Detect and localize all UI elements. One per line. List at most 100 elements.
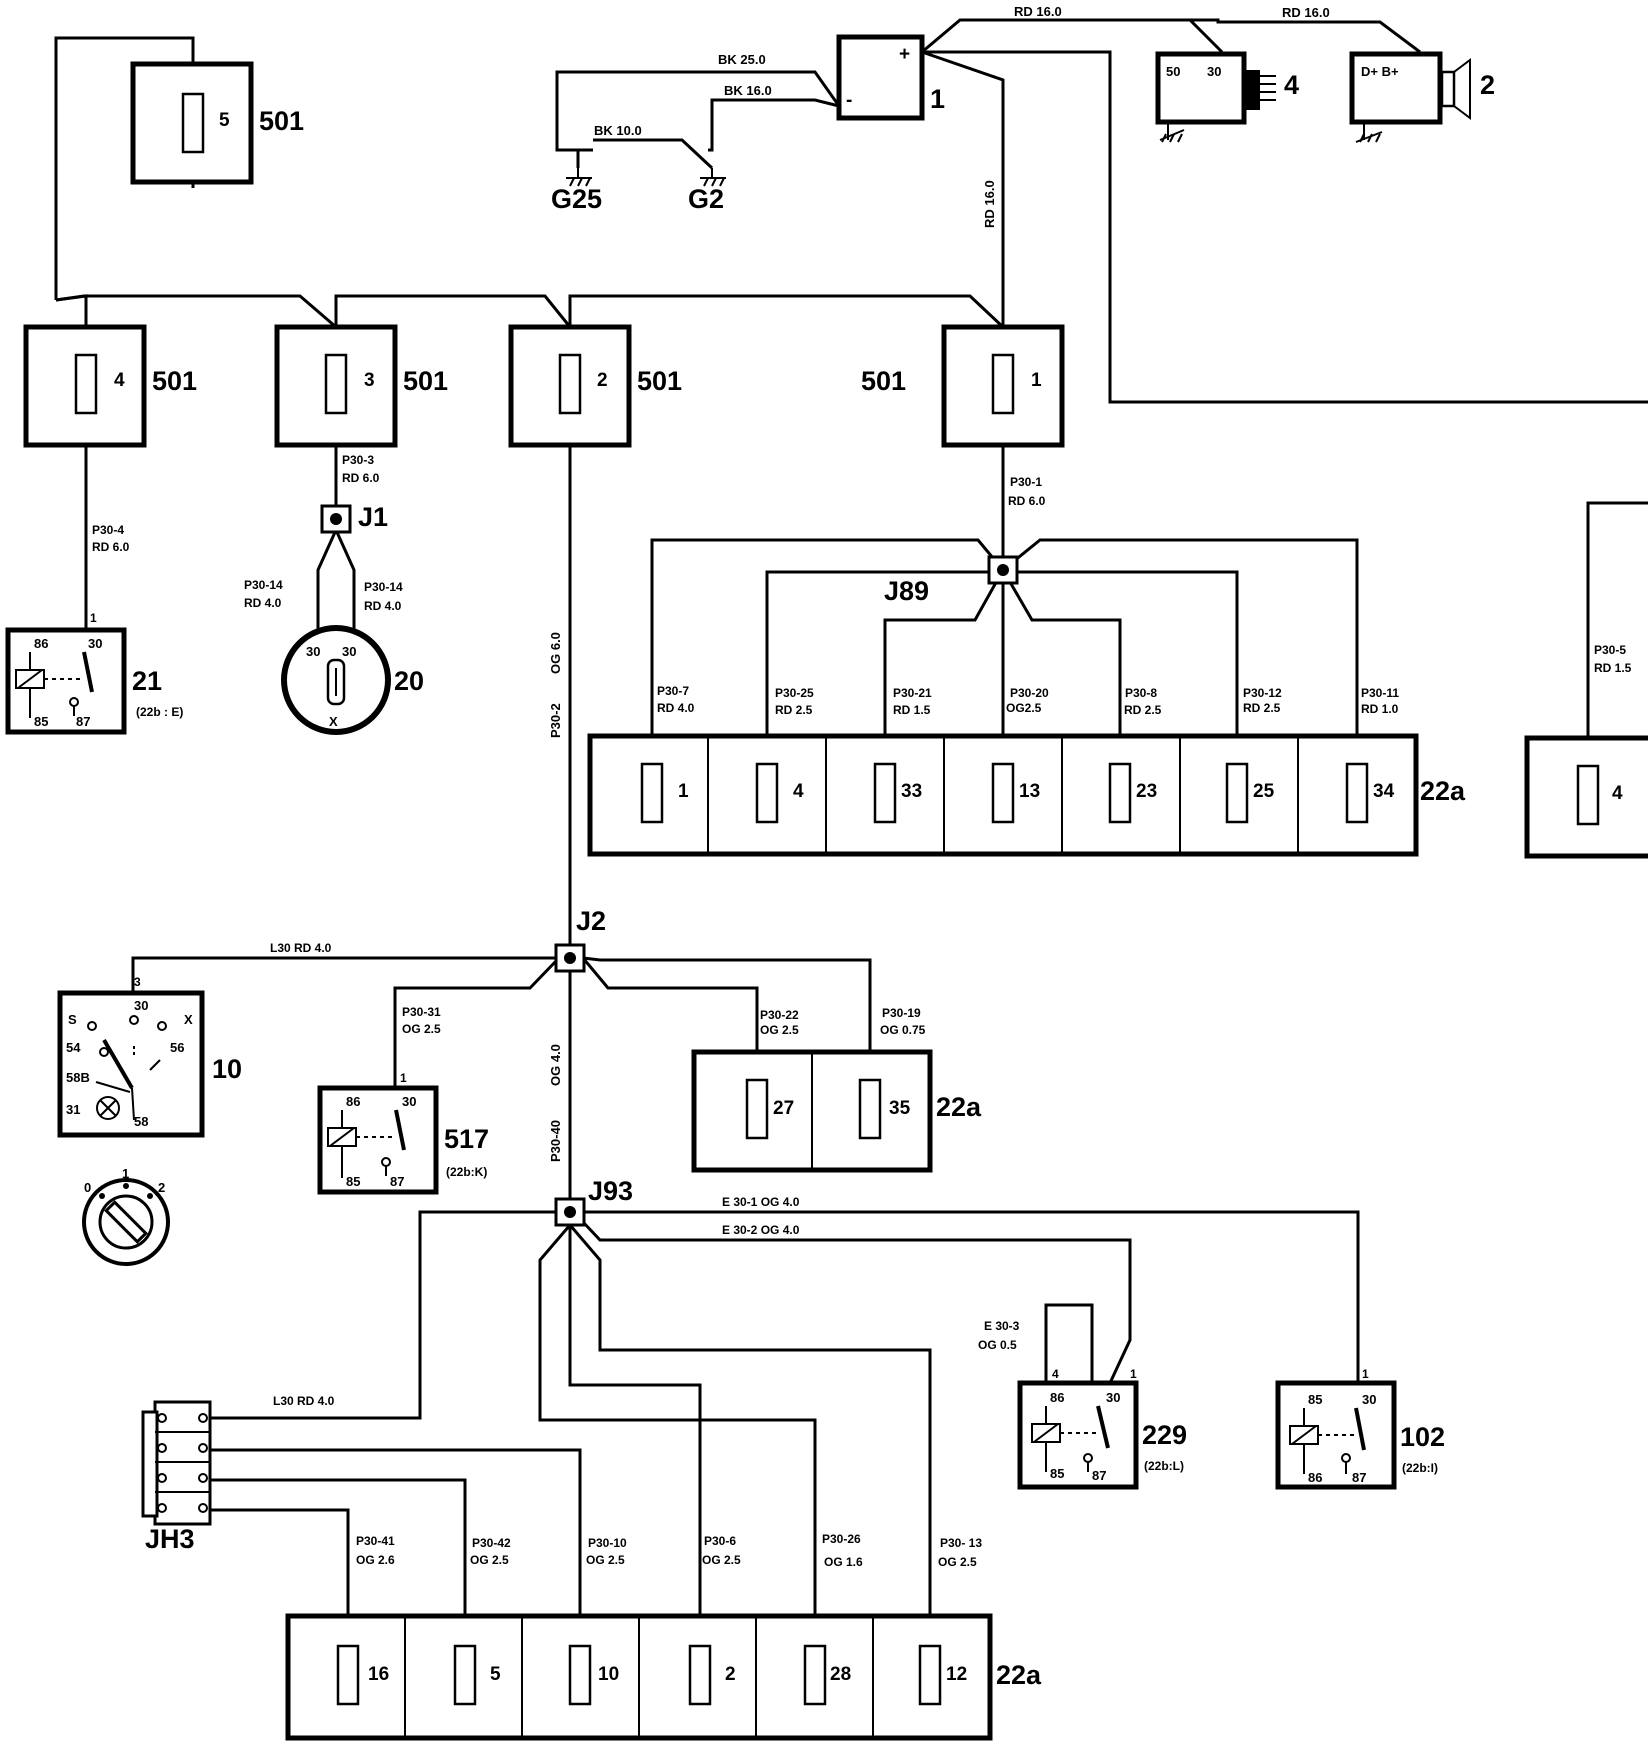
fuse-number: 2 [597,370,608,391]
wire-label: P30-26 [822,1532,861,1546]
fuse-number: 4 [1612,783,1623,804]
fuse-box-22a-main: 1 4 33 13 23 25 34 22a [587,733,1466,857]
fuse-number: 34 [1373,781,1395,802]
wire-label: RD 6.0 [342,471,380,485]
wires [54,18,1648,1616]
relay-terminal-30: 30 [1362,1392,1376,1407]
wire-label: P30-5 [1594,643,1626,657]
wire-label: RD 16.0 [1282,5,1330,20]
lamp-icon [96,1096,120,1120]
wire-label: OG 2.5 [702,1553,741,1567]
knob-position-0: 0 [84,1180,91,1195]
starter-gear-icon [1246,70,1260,110]
wire-label: OG 2.6 [356,1553,395,1567]
switch-terminal-x: X [184,1012,193,1027]
alternator: D+ B+ 2 [1349,51,1495,143]
switch-terminal-58b: 58B [66,1070,90,1085]
relay-coil-icon [15,651,94,718]
relay-coil-icon [1031,1405,1110,1472]
relay-102: 1 85 30 86 87 102 (22b:I) [1275,1367,1445,1490]
relay-ref: (22b:L) [1144,1459,1184,1473]
ground-label: G2 [688,184,724,214]
relay-517: 1 86 30 85 87 517 (22b:K) [317,1071,489,1195]
wire-label: RD 2.5 [1243,701,1281,715]
ignition-terminal-x: X [329,714,338,729]
fuse-number: 12 [946,1664,967,1685]
switch-terminal-58: 58 [134,1114,148,1129]
ignition-id: 20 [394,666,424,696]
wire-label: P30-8 [1125,686,1157,700]
wire-label: P30-3 [342,453,374,467]
relay-ref: (22b : E) [136,705,183,719]
relay-id: 517 [444,1124,489,1154]
wire-label: RD 2.5 [1124,703,1162,717]
wire-label: P30-14 [364,580,403,594]
wire-label: RD 2.5 [775,703,813,717]
wire-label: OG 4.0 [548,1044,563,1086]
wire-label: L30 RD 4.0 [270,941,332,955]
ground-g25: G25 [551,168,602,214]
junction-label: J2 [576,906,606,936]
wire-label: OG2.5 [1006,701,1042,715]
fuse-box-id: 501 [637,366,682,396]
alternator-pulley-icon [1440,70,1456,108]
fuse-box-501-5: 5 501 [130,61,304,185]
switch-terminal-s: S [68,1012,77,1027]
wire-label: P30-41 [356,1534,395,1548]
fuse-number: 4 [793,781,804,802]
wire-label: RD 16.0 [1014,4,1062,19]
fuse-number: 1 [678,781,689,802]
junction-label: J89 [884,576,929,606]
battery-plus: + [899,44,910,65]
relay-terminal-30: 30 [88,636,102,651]
relay-coil-icon [327,1109,406,1178]
wire-label: E 30-1 OG 4.0 [722,1195,800,1209]
relay-ref: (22b:K) [446,1165,487,1179]
relay-coil-icon [1289,1407,1366,1474]
relay-terminal-86: 86 [34,636,48,651]
relay-id: 229 [1142,1420,1187,1450]
fuse-box-501-1: 1 501 [861,324,1065,448]
relay-pin: 1 [400,1071,407,1085]
relay-pin: 4 [1052,1367,1059,1381]
wire-label: P30-1 [1010,475,1042,489]
ground-icon [700,168,726,187]
wire-label: P30-22 [760,1008,799,1022]
wire-label: RD 1.5 [1594,661,1632,675]
wire-label: P30-19 [882,1006,921,1020]
relay-terminal-85: 85 [34,714,48,729]
wire-label: P30-6 [704,1534,736,1548]
wire-label: P30-10 [588,1536,627,1550]
fuse-box-501-4: 4 501 [23,324,197,448]
light-switch: 3 S 30 X 54 56 58B 31 58 10 [57,975,242,1138]
fuse-number: 33 [901,781,922,802]
relay-pin: 1 [1130,1367,1137,1381]
fuse-number: 27 [773,1098,794,1119]
relay-terminal-87: 87 [1092,1468,1106,1483]
alternator-id: 2 [1480,70,1495,100]
connector-jh3: JH3 [141,1400,212,1554]
wire-label: OG 2.5 [760,1023,799,1037]
wire-label: P30-31 [402,1005,441,1019]
wire-labels: RD 16.0 RD 16.0 BK 25.0 BK 16.0 BK 10.0 … [92,4,1632,1569]
wire-label: BK 16.0 [724,83,772,98]
relay-id: 102 [1400,1422,1445,1452]
fuse-number: 2 [725,1664,736,1685]
ignition-terminal-30b: 30 [342,644,356,659]
fuse-number: 3 [364,370,375,391]
wire-label: OG 2.5 [402,1022,441,1036]
knob-position-2: 2 [158,1180,165,1195]
switch-terminal-56: 56 [170,1040,184,1055]
relay-21: 1 86 30 85 87 21 (22b : E) [5,611,183,735]
starter-terminal-30: 30 [1207,64,1221,79]
switch-terminal-31: 31 [66,1102,80,1117]
relay-pin: 1 [1362,1367,1369,1381]
junction-j2: J2 [554,906,606,973]
wire-label: OG 2.5 [938,1555,977,1569]
fuse-box-id: 22a [1420,776,1466,806]
fuse-number: 4 [114,370,125,391]
fuse-number: 5 [490,1664,501,1685]
fuse-box-22a-small: 27 35 22a [691,1049,982,1173]
wire-label: P30-11 [1361,686,1399,700]
